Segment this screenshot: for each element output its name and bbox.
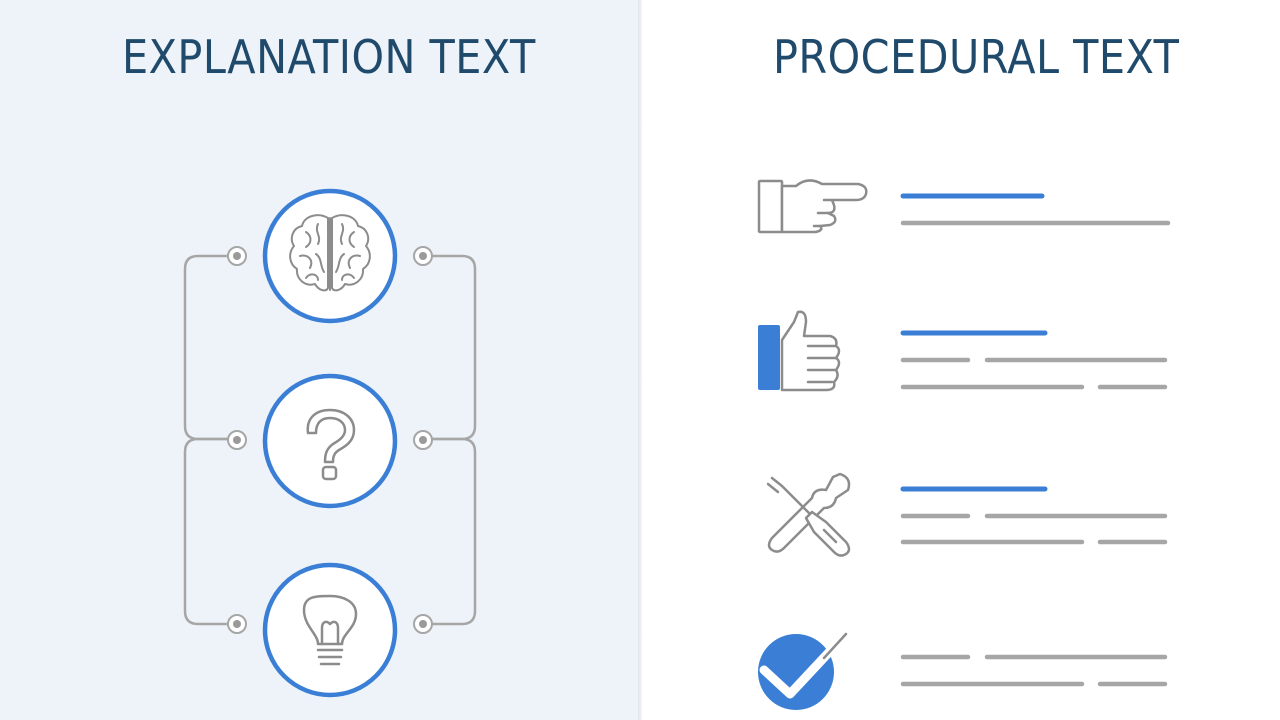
- node-right-mid: [413, 430, 433, 450]
- pointing-hand-icon: [757, 179, 868, 234]
- node-left-bottom: [227, 614, 247, 634]
- brain-circle: [262, 188, 398, 324]
- brain-icon: [289, 214, 371, 292]
- step-4: [758, 629, 1168, 710]
- explanation-title: EXPLANATION TEXT: [122, 30, 536, 84]
- checkmark-icon: [758, 629, 851, 710]
- lightbulb-circle: [262, 562, 398, 698]
- lightbulb-icon: [302, 594, 358, 666]
- node-right-bottom: [413, 614, 433, 634]
- node-right-top: [413, 246, 433, 266]
- question-circle: [262, 373, 398, 509]
- node-left-mid: [227, 430, 247, 450]
- step-1: [757, 179, 1171, 234]
- step-2: [758, 310, 1168, 392]
- tools-icon: [766, 472, 851, 557]
- node-left-top: [227, 246, 247, 266]
- connector-nodes: [227, 246, 433, 634]
- thumbs-up-icon: [758, 310, 841, 392]
- connector-lines: [183, 254, 477, 626]
- step-3: [766, 472, 1168, 557]
- procedural-title: PROCEDURAL TEXT: [773, 30, 1180, 84]
- question-mark-icon: [306, 408, 356, 481]
- panel-divider: [638, 0, 642, 720]
